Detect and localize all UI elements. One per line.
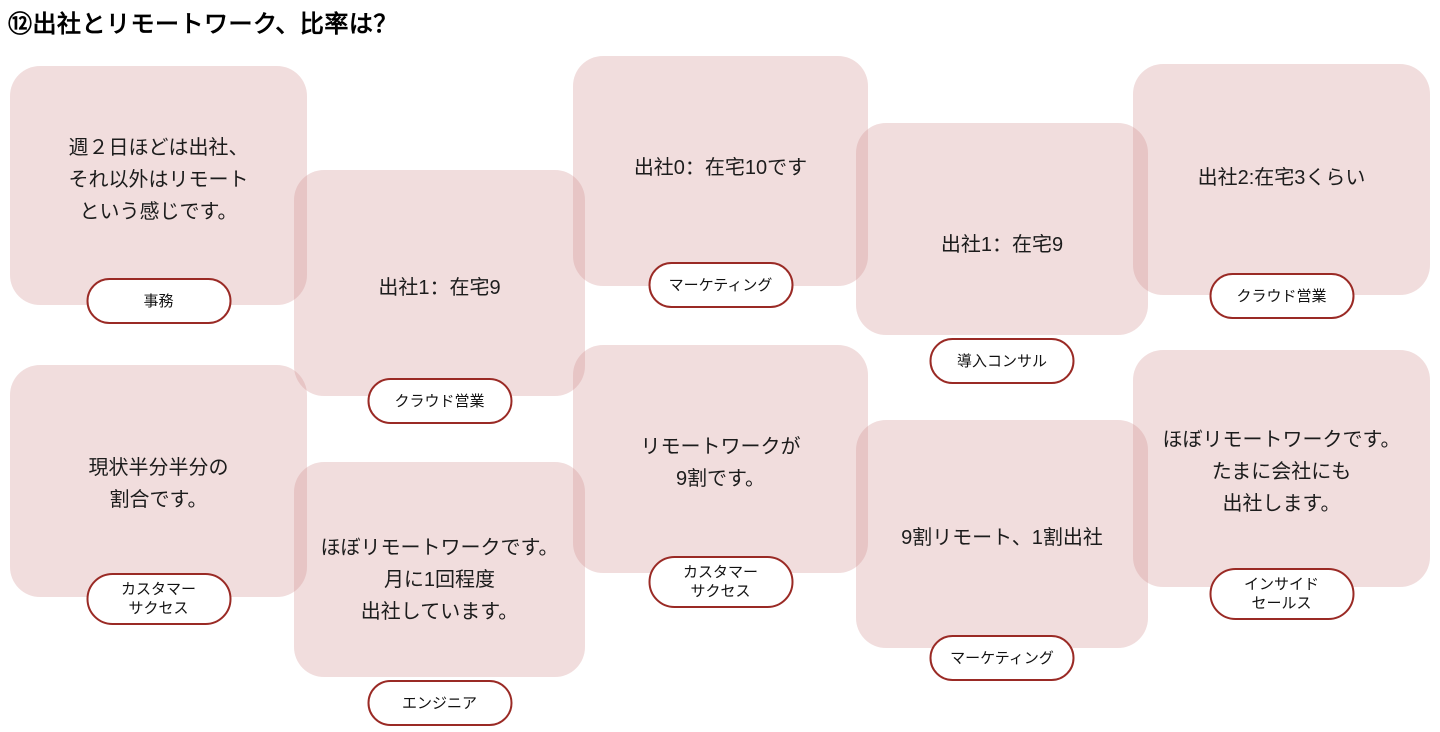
department-label: クラウド営業: [1236, 287, 1327, 305]
department-label: サクセス: [128, 600, 189, 617]
department-label: 事務: [143, 292, 174, 310]
department-label: エンジニア: [401, 694, 477, 712]
quote-text: 9割リモート、1割出社: [856, 522, 1148, 554]
quote-line: 9割です。: [675, 468, 766, 490]
quote-line: 現状半分半分の: [88, 457, 229, 479]
quote-card: 現状半分半分の 割合です。 カスタマー サクセス: [10, 365, 307, 625]
quote-card: 出社2:在宅3くらい クラウド営業: [1133, 64, 1430, 319]
quote-card: 出社1：在宅9 導入コンサル: [856, 123, 1148, 384]
quote-line: リモートワークが: [640, 436, 801, 458]
quote-line: 出社しています。: [360, 601, 519, 623]
department-label: マーケティング: [950, 649, 1054, 667]
quote-line: 割合です。: [109, 489, 208, 511]
page-title: ⑫出社とリモートワーク、比率は？: [8, 11, 398, 38]
department-label: マーケティング: [668, 276, 773, 294]
quote-text: 出社1：在宅9: [294, 272, 585, 304]
quote-card: 出社1：在宅9 クラウド営業: [294, 170, 585, 424]
quote-line: 出社1：在宅9: [378, 277, 501, 299]
quote-line: 出社1：在宅9: [940, 234, 1064, 256]
department-label: セールス: [1251, 595, 1312, 612]
quote-line: たまに会社にも: [1211, 461, 1352, 483]
quote-text: 出社0：在宅10です: [573, 152, 868, 184]
department-label: サクセス: [690, 583, 751, 600]
department-badge: カスタマー サクセス: [86, 573, 231, 625]
quote-text: リモートワークが 9割です。: [573, 431, 868, 495]
quote-line: 出社します。: [1222, 493, 1341, 515]
quote-card: リモートワークが 9割です。 カスタマー サクセス: [573, 345, 868, 608]
quote-text: 出社2:在宅3くらい: [1133, 162, 1430, 194]
quote-card: 9割リモート、1割出社 マーケティング: [856, 420, 1148, 681]
department-label: クラウド営業: [394, 392, 485, 410]
quote-text: 現状半分半分の 割合です。: [10, 452, 307, 516]
department-badge: マーケティング: [648, 262, 793, 308]
quote-line: ほぼリモートワークです。: [320, 537, 559, 559]
department-label: カスタマー: [682, 564, 758, 581]
department-badge: クラウド営業: [367, 378, 512, 424]
department-label: カスタマー: [120, 581, 196, 598]
department-label: インサイド: [1243, 576, 1319, 593]
department-badge: 導入コンサル: [929, 338, 1075, 384]
quote-line: 月に1回程度: [383, 569, 496, 591]
department-badge: エンジニア: [367, 680, 512, 726]
quote-line: という感じです。: [79, 201, 238, 223]
quote-card: ほぼリモートワークです。 たまに会社にも 出社します。 インサイド セールス: [1133, 350, 1430, 620]
quote-line: 9割リモート、1割出社: [901, 527, 1103, 549]
department-badge: 事務: [86, 278, 231, 324]
quote-line: 週２日ほどは出社、: [68, 137, 249, 159]
quote-text: 出社1：在宅9: [856, 229, 1148, 261]
quote-text: ほぼリモートワークです。 たまに会社にも 出社します。: [1133, 424, 1430, 520]
department-label: 導入コンサル: [956, 352, 1047, 370]
quote-card: 週２日ほどは出社、 それ以外はリモート という感じです。 事務: [10, 66, 307, 324]
quote-line: 出社2:在宅3くらい: [1197, 167, 1366, 189]
quote-text: ほぼリモートワークです。 月に1回程度 出社しています。: [294, 532, 585, 628]
quote-line: 出社0：在宅10です: [633, 157, 808, 179]
department-badge: カスタマー サクセス: [648, 556, 793, 608]
department-badge: クラウド営業: [1209, 273, 1354, 319]
quote-line: ほぼリモートワークです。: [1162, 429, 1401, 451]
quote-text: 週２日ほどは出社、 それ以外はリモート という感じです。: [10, 132, 307, 228]
quote-card: ほぼリモートワークです。 月に1回程度 出社しています。 エンジニア: [294, 462, 585, 726]
department-badge: マーケティング: [929, 635, 1075, 681]
department-badge: インサイド セールス: [1209, 568, 1354, 620]
quote-card: 出社0：在宅10です マーケティング: [573, 56, 868, 308]
quote-line: それ以外はリモート: [68, 169, 249, 191]
